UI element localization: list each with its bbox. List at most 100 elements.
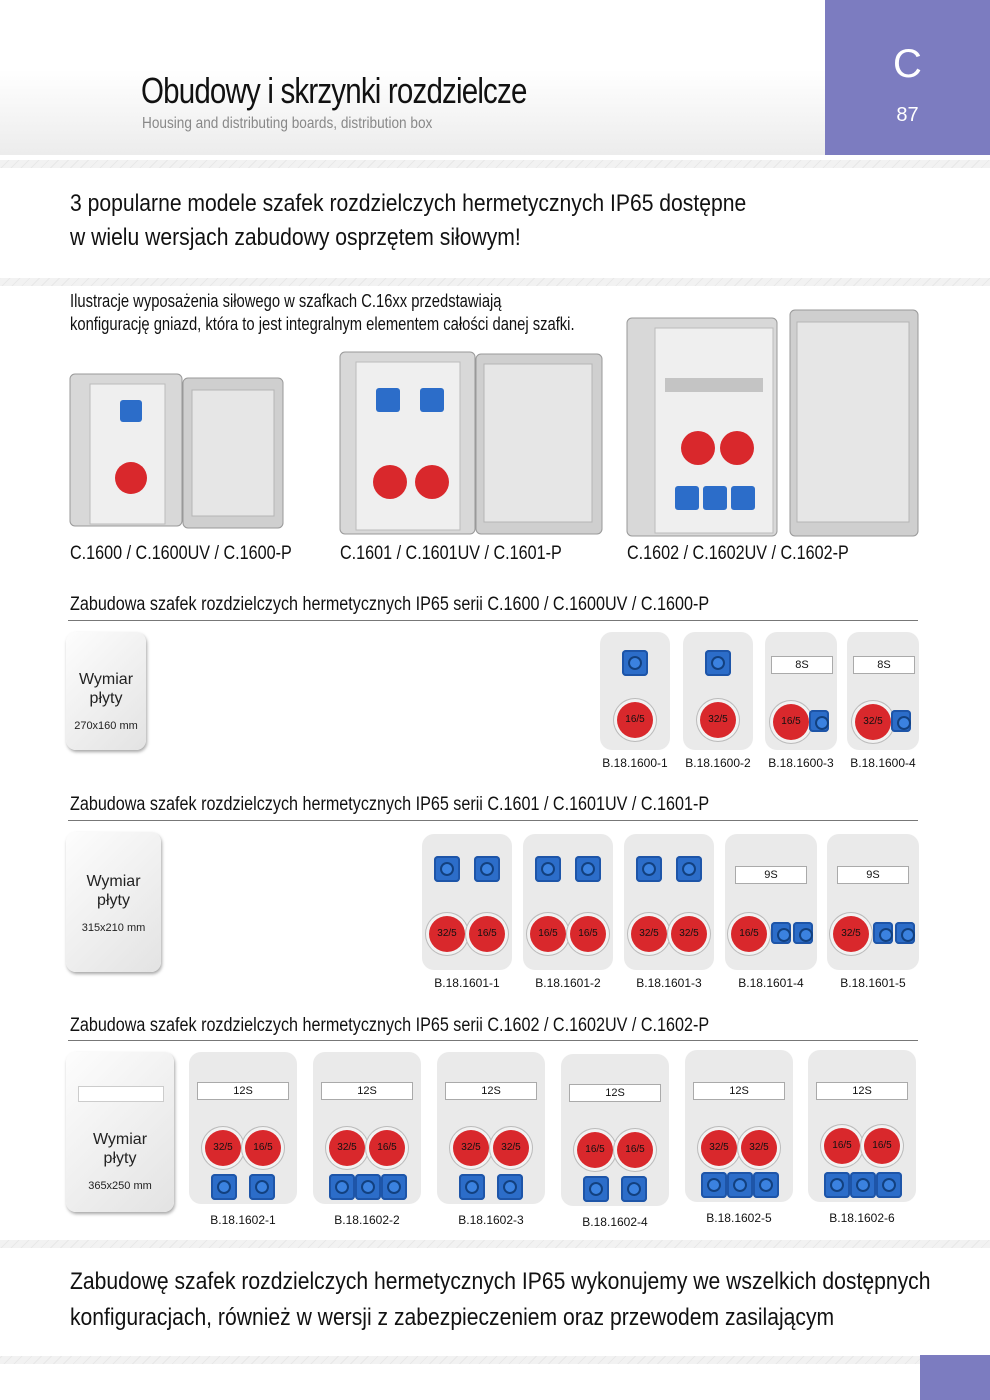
red-socket-icon: 16/5 (570, 916, 606, 952)
red-socket-icon: 32/5 (855, 704, 891, 740)
board-code: B.18.1600-3 (768, 756, 834, 770)
section3-separator (68, 1040, 918, 1041)
red-socket-icon: 32/5 (631, 916, 667, 952)
red-socket-icon: 16/5 (469, 916, 505, 952)
label-box: 12S (816, 1082, 908, 1100)
headline-line1: 3 popularne modele szafek rozdzielczych … (70, 190, 747, 217)
bottom-accent-tab (920, 1355, 990, 1400)
board-code: B.18.1602-1 (210, 1213, 276, 1227)
red-socket-icon: 16/5 (369, 1130, 405, 1166)
board-code: B.18.1601-5 (840, 976, 906, 990)
blue-socket-icon (497, 1174, 523, 1200)
red-socket-icon: 16/5 (617, 702, 653, 738)
board-b18-1601-3: 32/5 32/5 (624, 834, 714, 970)
blue-socket-icon (249, 1174, 275, 1200)
footer-line1: Zabudowę szafek rozdzielczych hermetyczn… (70, 1268, 931, 1295)
blue-socket-icon (583, 1176, 609, 1202)
section1-plate: Wymiar płyty 270x160 mm (66, 632, 146, 750)
blue-socket-icon (676, 856, 702, 882)
label-box: 12S (197, 1082, 289, 1100)
board-code: B.18.1602-4 (582, 1215, 648, 1229)
board-code: B.18.1601-2 (535, 976, 601, 990)
board-b18-1602-3: 12S 32/5 32/5 (437, 1052, 545, 1204)
board-code: B.18.1600-4 (850, 756, 916, 770)
section1-separator (68, 620, 918, 621)
red-socket-icon: 32/5 (741, 1130, 777, 1166)
red-socket-icon: 16/5 (245, 1130, 281, 1166)
board-b18-1601-5: 9S 32/5 (827, 834, 919, 970)
page-title: Obudowy i skrzynki rozdzielcze (141, 70, 527, 111)
board-code: B.18.1601-3 (636, 976, 702, 990)
blue-socket-icon (727, 1172, 753, 1198)
blue-socket-icon (753, 1172, 779, 1198)
label-box: 12S (693, 1082, 785, 1100)
red-socket-icon: 16/5 (617, 1132, 653, 1168)
red-socket-icon: 16/5 (864, 1128, 900, 1164)
section3-title: Zabudowa szafek rozdzielczych hermetyczn… (70, 1015, 710, 1036)
section1-title: Zabudowa szafek rozdzielczych hermetyczn… (70, 594, 710, 615)
chapter-tab: C 87 (825, 0, 990, 155)
red-socket-icon: 16/5 (530, 916, 566, 952)
cabinet-c1602-image (626, 309, 919, 537)
footer-line2: konfiguracjach, również w wersji z zabez… (70, 1304, 835, 1331)
red-socket-icon: 32/5 (701, 1130, 737, 1166)
board-b18-1600-1: 16/5 (600, 632, 670, 750)
blue-socket-icon (705, 650, 731, 676)
headline-line2: w wielu wersjach zabudowy osprzętem siło… (70, 224, 521, 251)
red-socket-icon: 32/5 (833, 916, 869, 952)
board-b18-1602-4: 12S 16/5 16/5 (561, 1054, 669, 1206)
red-socket-icon: 32/5 (700, 702, 736, 738)
blue-socket-icon (211, 1174, 237, 1200)
plate-label-line2: płyty (97, 892, 130, 909)
board-b18-1600-3: 8S 16/5 (765, 632, 837, 750)
cabinet-label-c1602: C.1602 / C.1602UV / C.1602-P (627, 543, 849, 564)
red-socket-icon: 32/5 (453, 1130, 489, 1166)
footer-band (0, 1248, 990, 1356)
red-socket-icon: 16/5 (824, 1128, 860, 1164)
blue-socket-icon (891, 710, 911, 732)
blue-socket-icon (434, 856, 460, 882)
board-b18-1602-2: 12S 32/5 16/5 (313, 1052, 421, 1204)
plate-label-line1: Wymiar (86, 873, 141, 890)
board-code: B.18.1602-6 (829, 1211, 895, 1225)
blue-socket-icon (636, 856, 662, 882)
plate-size: 365x250 mm (88, 1180, 152, 1192)
plate-size: 315x210 mm (81, 922, 146, 934)
intro-line1: Ilustracje wyposażenia siłowego w szafka… (70, 291, 502, 311)
label-box: 12S (569, 1084, 661, 1102)
intro-line2: konfigurację gniazd, która to jest integ… (70, 314, 575, 334)
board-code: B.18.1600-1 (602, 756, 668, 770)
blue-socket-icon (771, 922, 791, 944)
blue-socket-icon (876, 1172, 902, 1198)
board-code: B.18.1601-4 (738, 976, 804, 990)
board-b18-1600-2: 32/5 (683, 632, 753, 750)
red-socket-icon: 16/5 (731, 916, 767, 952)
intro-text: Ilustracje wyposażenia siłowego w szafka… (70, 290, 575, 336)
blue-socket-icon (459, 1174, 485, 1200)
board-b18-1602-6: 12S 16/5 16/5 (808, 1050, 916, 1202)
label-box: 12S (321, 1082, 413, 1100)
blue-socket-icon (622, 650, 648, 676)
blue-socket-icon (535, 856, 561, 882)
blue-socket-icon (793, 922, 813, 944)
section2-separator (68, 820, 918, 821)
red-socket-icon: 32/5 (205, 1130, 241, 1166)
section3-plate: Wymiar płyty 365x250 mm (66, 1052, 174, 1212)
blue-socket-icon (873, 922, 893, 944)
blue-socket-icon (474, 856, 500, 882)
red-socket-icon: 32/5 (493, 1130, 529, 1166)
label-box: 12S (445, 1082, 537, 1100)
board-b18-1602-5: 12S 32/5 32/5 (685, 1050, 793, 1202)
cabinet-c1600-image (69, 373, 284, 529)
label-box: 8S (853, 656, 915, 674)
page-subtitle: Housing and distributing boards, distrib… (142, 115, 433, 132)
blue-socket-icon (895, 922, 915, 944)
section2-title: Zabudowa szafek rozdzielczych hermetyczn… (70, 794, 710, 815)
headline-band (0, 168, 990, 278)
board-code: B.18.1601-1 (434, 976, 500, 990)
blue-socket-icon (355, 1174, 381, 1200)
board-code: B.18.1600-2 (685, 756, 751, 770)
plate-size: 270x160 mm (74, 720, 138, 732)
blue-socket-icon (381, 1174, 407, 1200)
cabinet-label-c1601: C.1601 / C.1601UV / C.1601-P (340, 543, 562, 564)
